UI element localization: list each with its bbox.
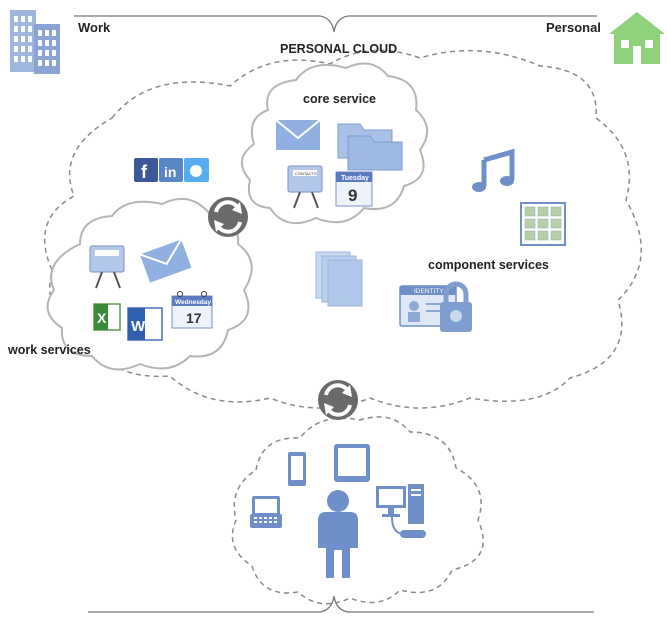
office-building-icon bbox=[10, 10, 60, 74]
bottom-bracket bbox=[88, 595, 594, 613]
component-services-label: component services bbox=[428, 258, 549, 272]
work-calendar-day-label: Wednesday bbox=[175, 299, 211, 306]
house-icon bbox=[609, 12, 665, 64]
svg-text:X: X bbox=[97, 310, 107, 326]
music-note-icon bbox=[472, 148, 515, 192]
calendar-day-label: Tuesday bbox=[341, 175, 369, 182]
personal-label: Personal bbox=[546, 20, 601, 35]
calendar-date-label: 9 bbox=[348, 186, 357, 205]
padlock-icon bbox=[440, 281, 472, 332]
laptop-icon bbox=[250, 496, 282, 528]
mail-icon bbox=[275, 119, 321, 150]
linkedin-icon bbox=[159, 158, 183, 182]
tablet-icon bbox=[334, 444, 370, 482]
social-media-icons: f in bbox=[134, 158, 209, 182]
person-icon bbox=[318, 490, 358, 578]
core-service-label: core service bbox=[303, 92, 376, 106]
top-bracket bbox=[74, 15, 597, 33]
work-mail-icon bbox=[139, 238, 192, 283]
rolodex-label: CONTACTS bbox=[295, 171, 317, 176]
user-devices-cloud bbox=[231, 416, 484, 605]
sync-icon-user bbox=[318, 380, 358, 420]
folders-icon bbox=[337, 123, 403, 171]
work-rolodex-icon bbox=[89, 245, 125, 289]
word-icon: W bbox=[127, 307, 163, 341]
svg-text:W: W bbox=[131, 318, 146, 335]
smartphone-icon bbox=[288, 452, 306, 486]
sync-icon bbox=[208, 197, 248, 237]
svg-text:f: f bbox=[141, 162, 148, 182]
work-calendar-icon: Wednesday 17 bbox=[171, 291, 213, 329]
identity-card-label: IDENTITY bbox=[414, 288, 444, 295]
excel-icon: X bbox=[93, 303, 121, 331]
personal-cloud-title: PERSONAL CLOUD bbox=[280, 42, 398, 56]
rolodex-icon: CONTACTS bbox=[287, 165, 323, 209]
work-calendar-date-label: 17 bbox=[186, 310, 202, 326]
work-services-label: work services bbox=[8, 343, 91, 357]
work-label: Work bbox=[78, 20, 111, 35]
documents-stack-icon bbox=[315, 251, 363, 307]
svg-text:in: in bbox=[164, 164, 176, 180]
desktop-computer-icon bbox=[376, 484, 426, 538]
calendar-icon: Tuesday 9 bbox=[335, 171, 373, 207]
photo-gallery-icon bbox=[520, 202, 566, 246]
facebook-icon bbox=[134, 158, 158, 182]
